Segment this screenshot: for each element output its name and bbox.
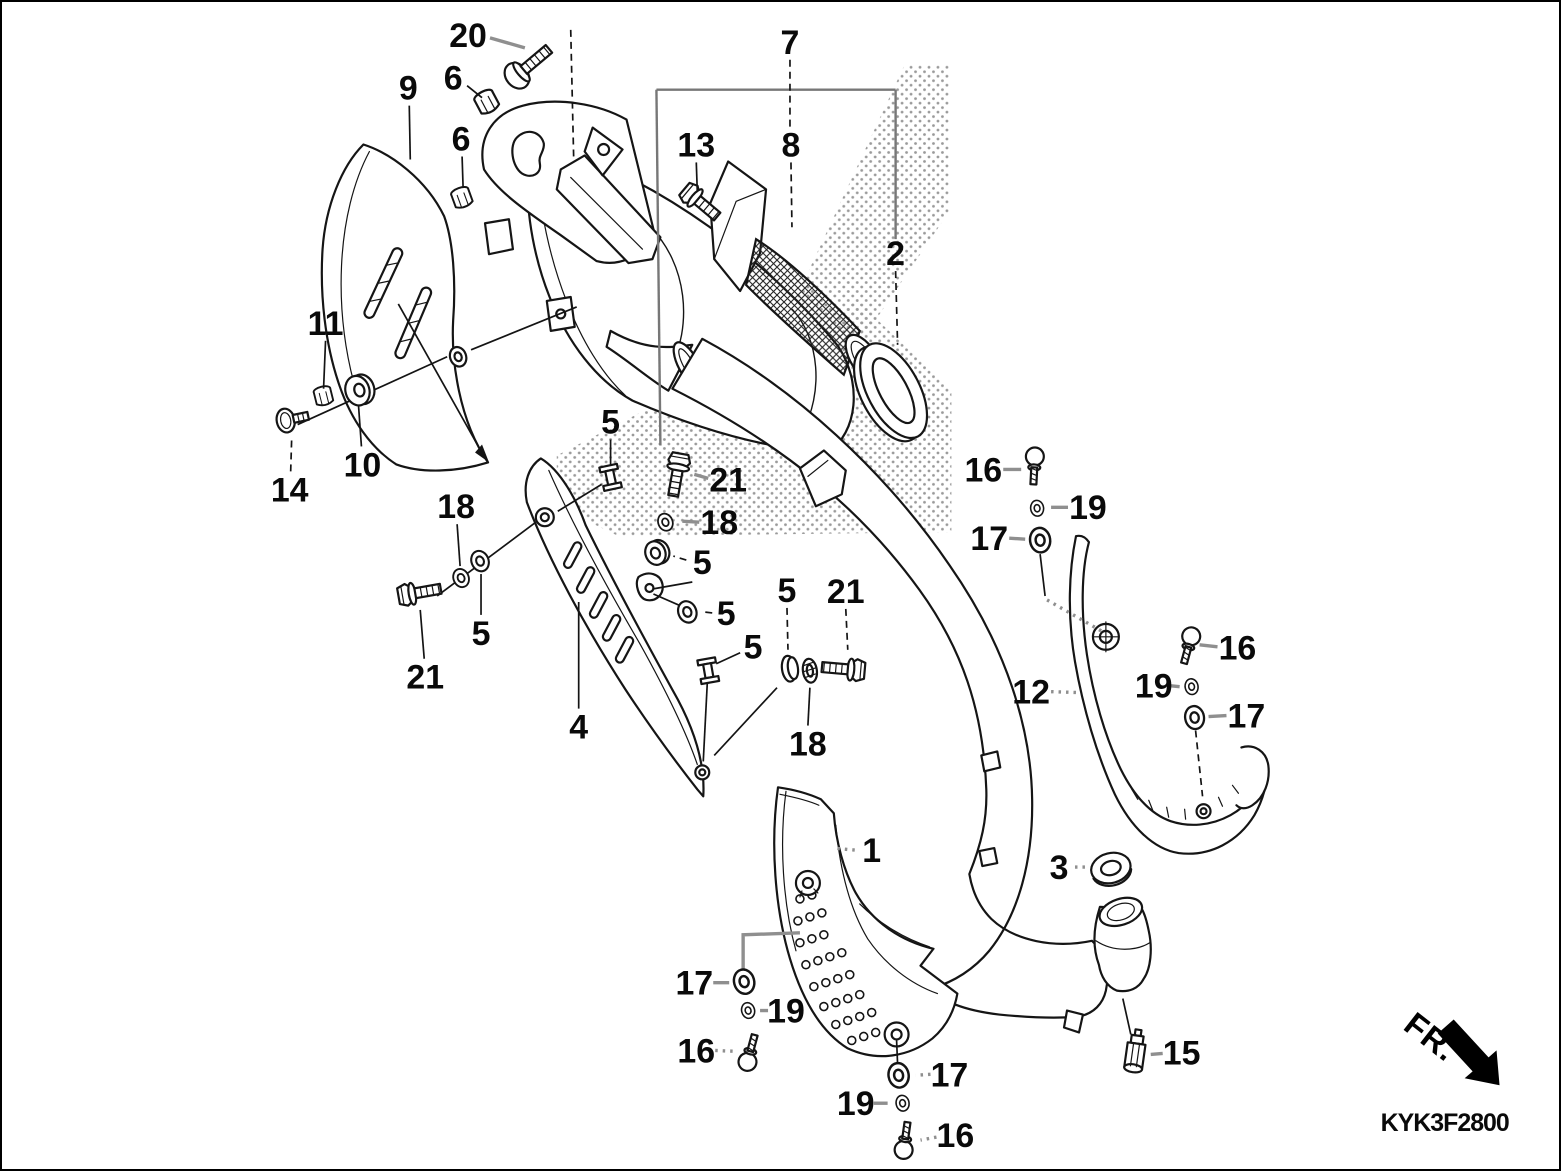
leader-line-16-35 [715,1048,737,1054]
part-callout-5-15: 5 [601,404,620,442]
leader-line-11-8 [322,340,327,389]
part-callout-18-17: 18 [700,504,738,542]
leader-line-14-10 [289,438,293,472]
leader-line-5-21 [786,607,789,650]
part-callout-6-3: 6 [452,120,471,158]
washer-10 [344,373,376,407]
leader-line-15-39 [1150,1051,1163,1057]
leader-line-2-7 [894,271,899,345]
leader-line-17-30 [1208,713,1227,719]
hardware [275,43,1208,1162]
part-callout-19-29: 19 [1135,668,1173,706]
part-callout-1-31: 1 [862,832,881,870]
part-callout-14-10: 14 [271,471,309,509]
leader-line-19-29 [1169,683,1180,689]
lower-heat-shield [773,786,959,1058]
leader-line-18-11 [456,524,461,567]
exhaust-port-joint [1093,896,1152,993]
part-callout-10-9: 10 [344,446,382,484]
joint-nut-15 [1123,1028,1147,1074]
bolt-14 [275,407,311,434]
shield-perforations [793,890,881,1046]
part-callout-16-24: 16 [964,451,1002,489]
part-callout-17-26: 17 [970,520,1008,558]
part-callout-20-0: 20 [449,17,487,55]
grommet-shield9 [448,345,468,368]
middle-heat-shield [524,457,711,798]
part-callout-5-21: 5 [778,572,797,610]
part-callout-17-36: 17 [931,1056,969,1094]
part-callout-19-25: 19 [1069,489,1107,527]
part-callout-7-5: 7 [781,24,800,62]
guard-edge-ticks [1131,784,1240,820]
leader-line-12-27 [1051,689,1082,695]
part-callout-16-38: 16 [937,1117,975,1155]
leader-line-10-9 [357,404,363,447]
leader-line-13-4 [695,162,699,192]
part-callout-21-16: 21 [709,461,747,499]
part-callout-19-34: 19 [767,993,805,1031]
leader-line-18-23 [807,687,811,726]
washer-18-right [801,657,819,684]
part-callout-5-19: 5 [717,595,736,633]
muffler-mount-bracket [481,100,662,265]
leader-line-21-16 [693,472,709,480]
part-callout-2-7: 2 [886,235,905,273]
leader-line-20-0 [489,36,526,50]
leader-line-1-31 [833,846,855,852]
part-callout-16-35: 16 [677,1032,715,1070]
bolt-20 [503,43,554,90]
part-callout-9-1: 9 [399,70,418,108]
gasket-3 [1090,851,1133,887]
silencer-inner-pipe [709,160,883,384]
leader-line-17-26 [1009,536,1026,541]
part-callout-17-33: 17 [675,965,713,1003]
leader-line-8-6 [790,162,793,228]
front-arrow-icon [1437,1019,1500,1086]
part-callout-11-8: 11 [308,305,344,343]
part-callout-5-12: 5 [472,615,491,653]
part-callout-19-37: 19 [837,1085,875,1123]
part-callout-4-14: 4 [569,708,588,746]
part-callout-3-32: 3 [1050,849,1069,887]
leader-line-21-13 [419,609,426,659]
part-callout-5-20: 5 [744,629,763,667]
leader-line-16-38 [920,1135,937,1142]
leader-line-6-3 [461,156,464,188]
part-callout-6-2: 6 [444,60,463,98]
leader-line-6-2 [466,85,483,99]
collar-5-mid [644,538,671,566]
exhaust-pipe [671,337,1112,1034]
leader-line-21-22 [844,608,849,650]
leader-line-5-18 [673,555,687,561]
leader-line-9-1 [408,105,412,160]
leader-line-16-28 [1199,643,1218,649]
part-callout-18-11: 18 [437,488,475,526]
part-callout-13-4: 13 [677,126,715,164]
part-callout-16-28: 16 [1219,630,1257,668]
leader-line-18-17 [682,519,700,524]
part-callout-21-22: 21 [827,573,865,611]
part-callout-15-39: 15 [1163,1034,1201,1072]
collar-5-right [780,654,800,683]
pipe-guard [1068,534,1270,855]
leader-line-5-19 [703,611,713,614]
leader-line-5-20 [715,651,741,665]
part-callout-8-6: 8 [782,126,801,164]
part-callout-18-23: 18 [789,725,827,763]
part-callout-5-18: 5 [693,544,712,582]
leader-line-17-36 [915,1072,931,1078]
part-callout-17-30: 17 [1228,698,1266,736]
part-callout-21-13: 21 [406,659,444,697]
diagram-code: KYK3F2800 [1381,1109,1509,1137]
part-callout-12-27: 12 [1012,674,1050,712]
tail-pipe-ring [852,342,929,443]
